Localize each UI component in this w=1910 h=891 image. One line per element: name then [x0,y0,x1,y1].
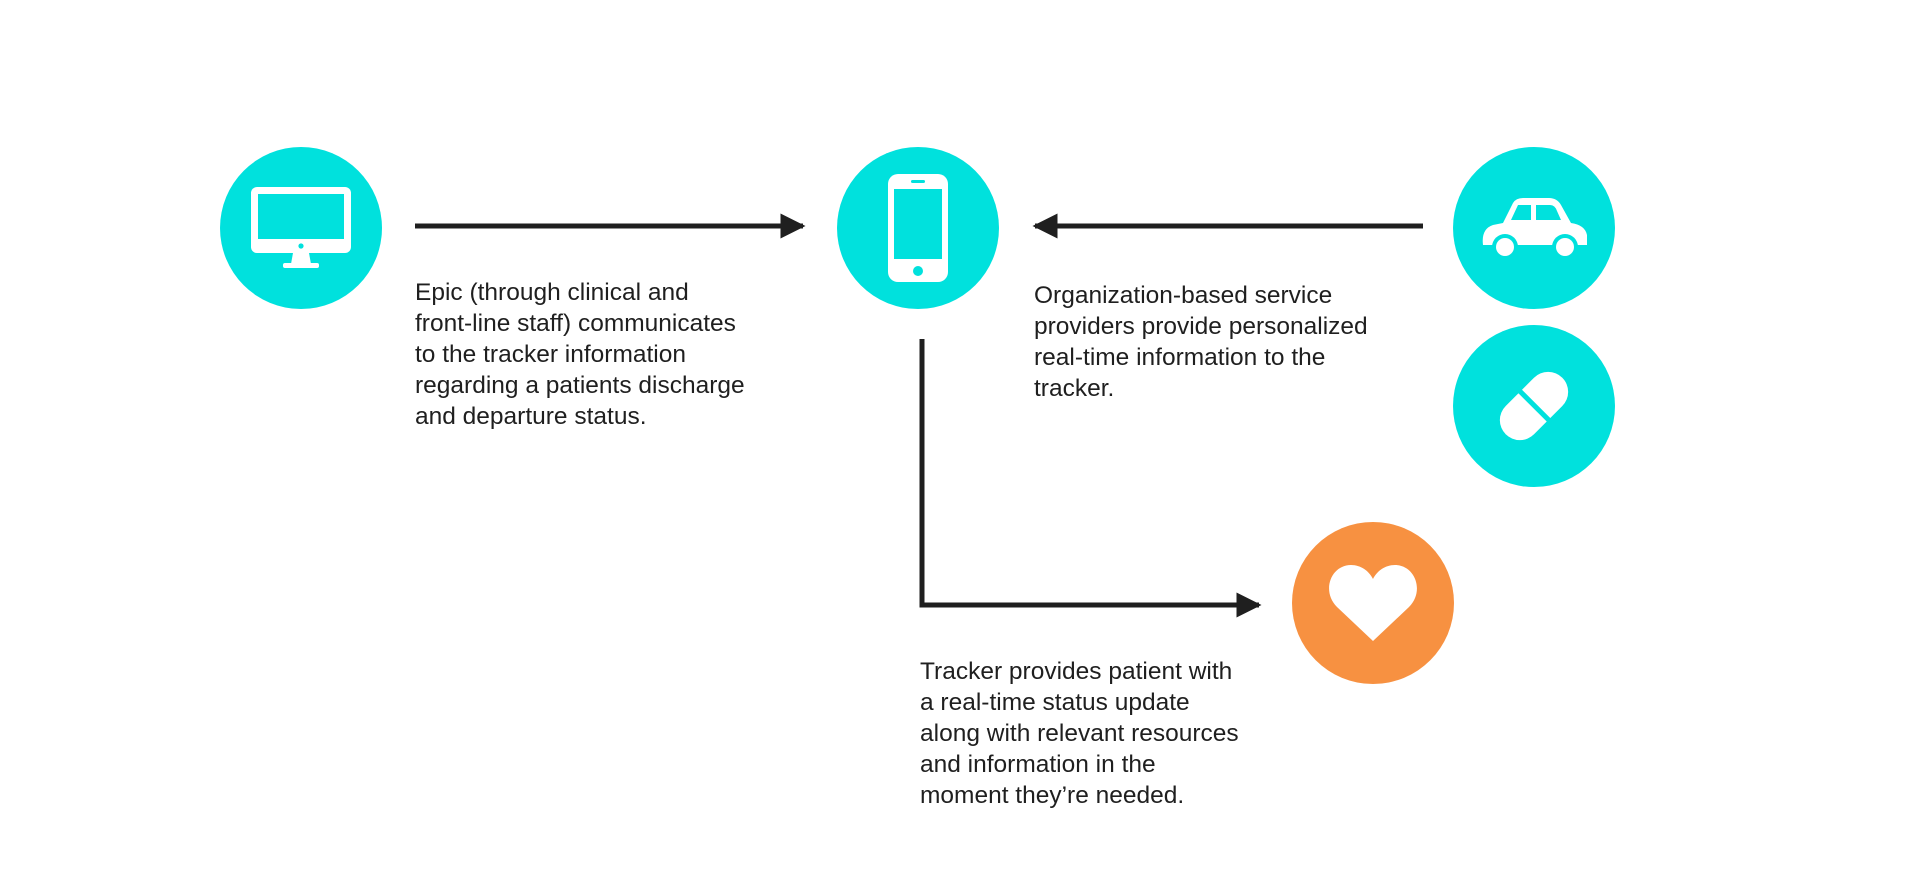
patient-node [1292,522,1454,684]
epic-caption: Epic (through clinical and front-line st… [415,279,745,430]
tracker-caption: Tracker provides patient with a real-tim… [920,658,1239,809]
tracker-phone-node [837,147,999,309]
transport-provider-node [1453,147,1615,309]
arrow-phone-to-patient [919,339,1262,618]
pill-capsule-icon [1499,371,1569,441]
desktop-node [220,147,382,309]
providers-caption: Organization-based service providers pro… [1034,282,1368,402]
car-icon [1482,198,1587,260]
smartphone-icon [888,174,948,282]
heart-icon [1329,565,1417,641]
desktop-monitor-icon [251,187,351,268]
pharmacy-provider-node [1453,325,1615,487]
